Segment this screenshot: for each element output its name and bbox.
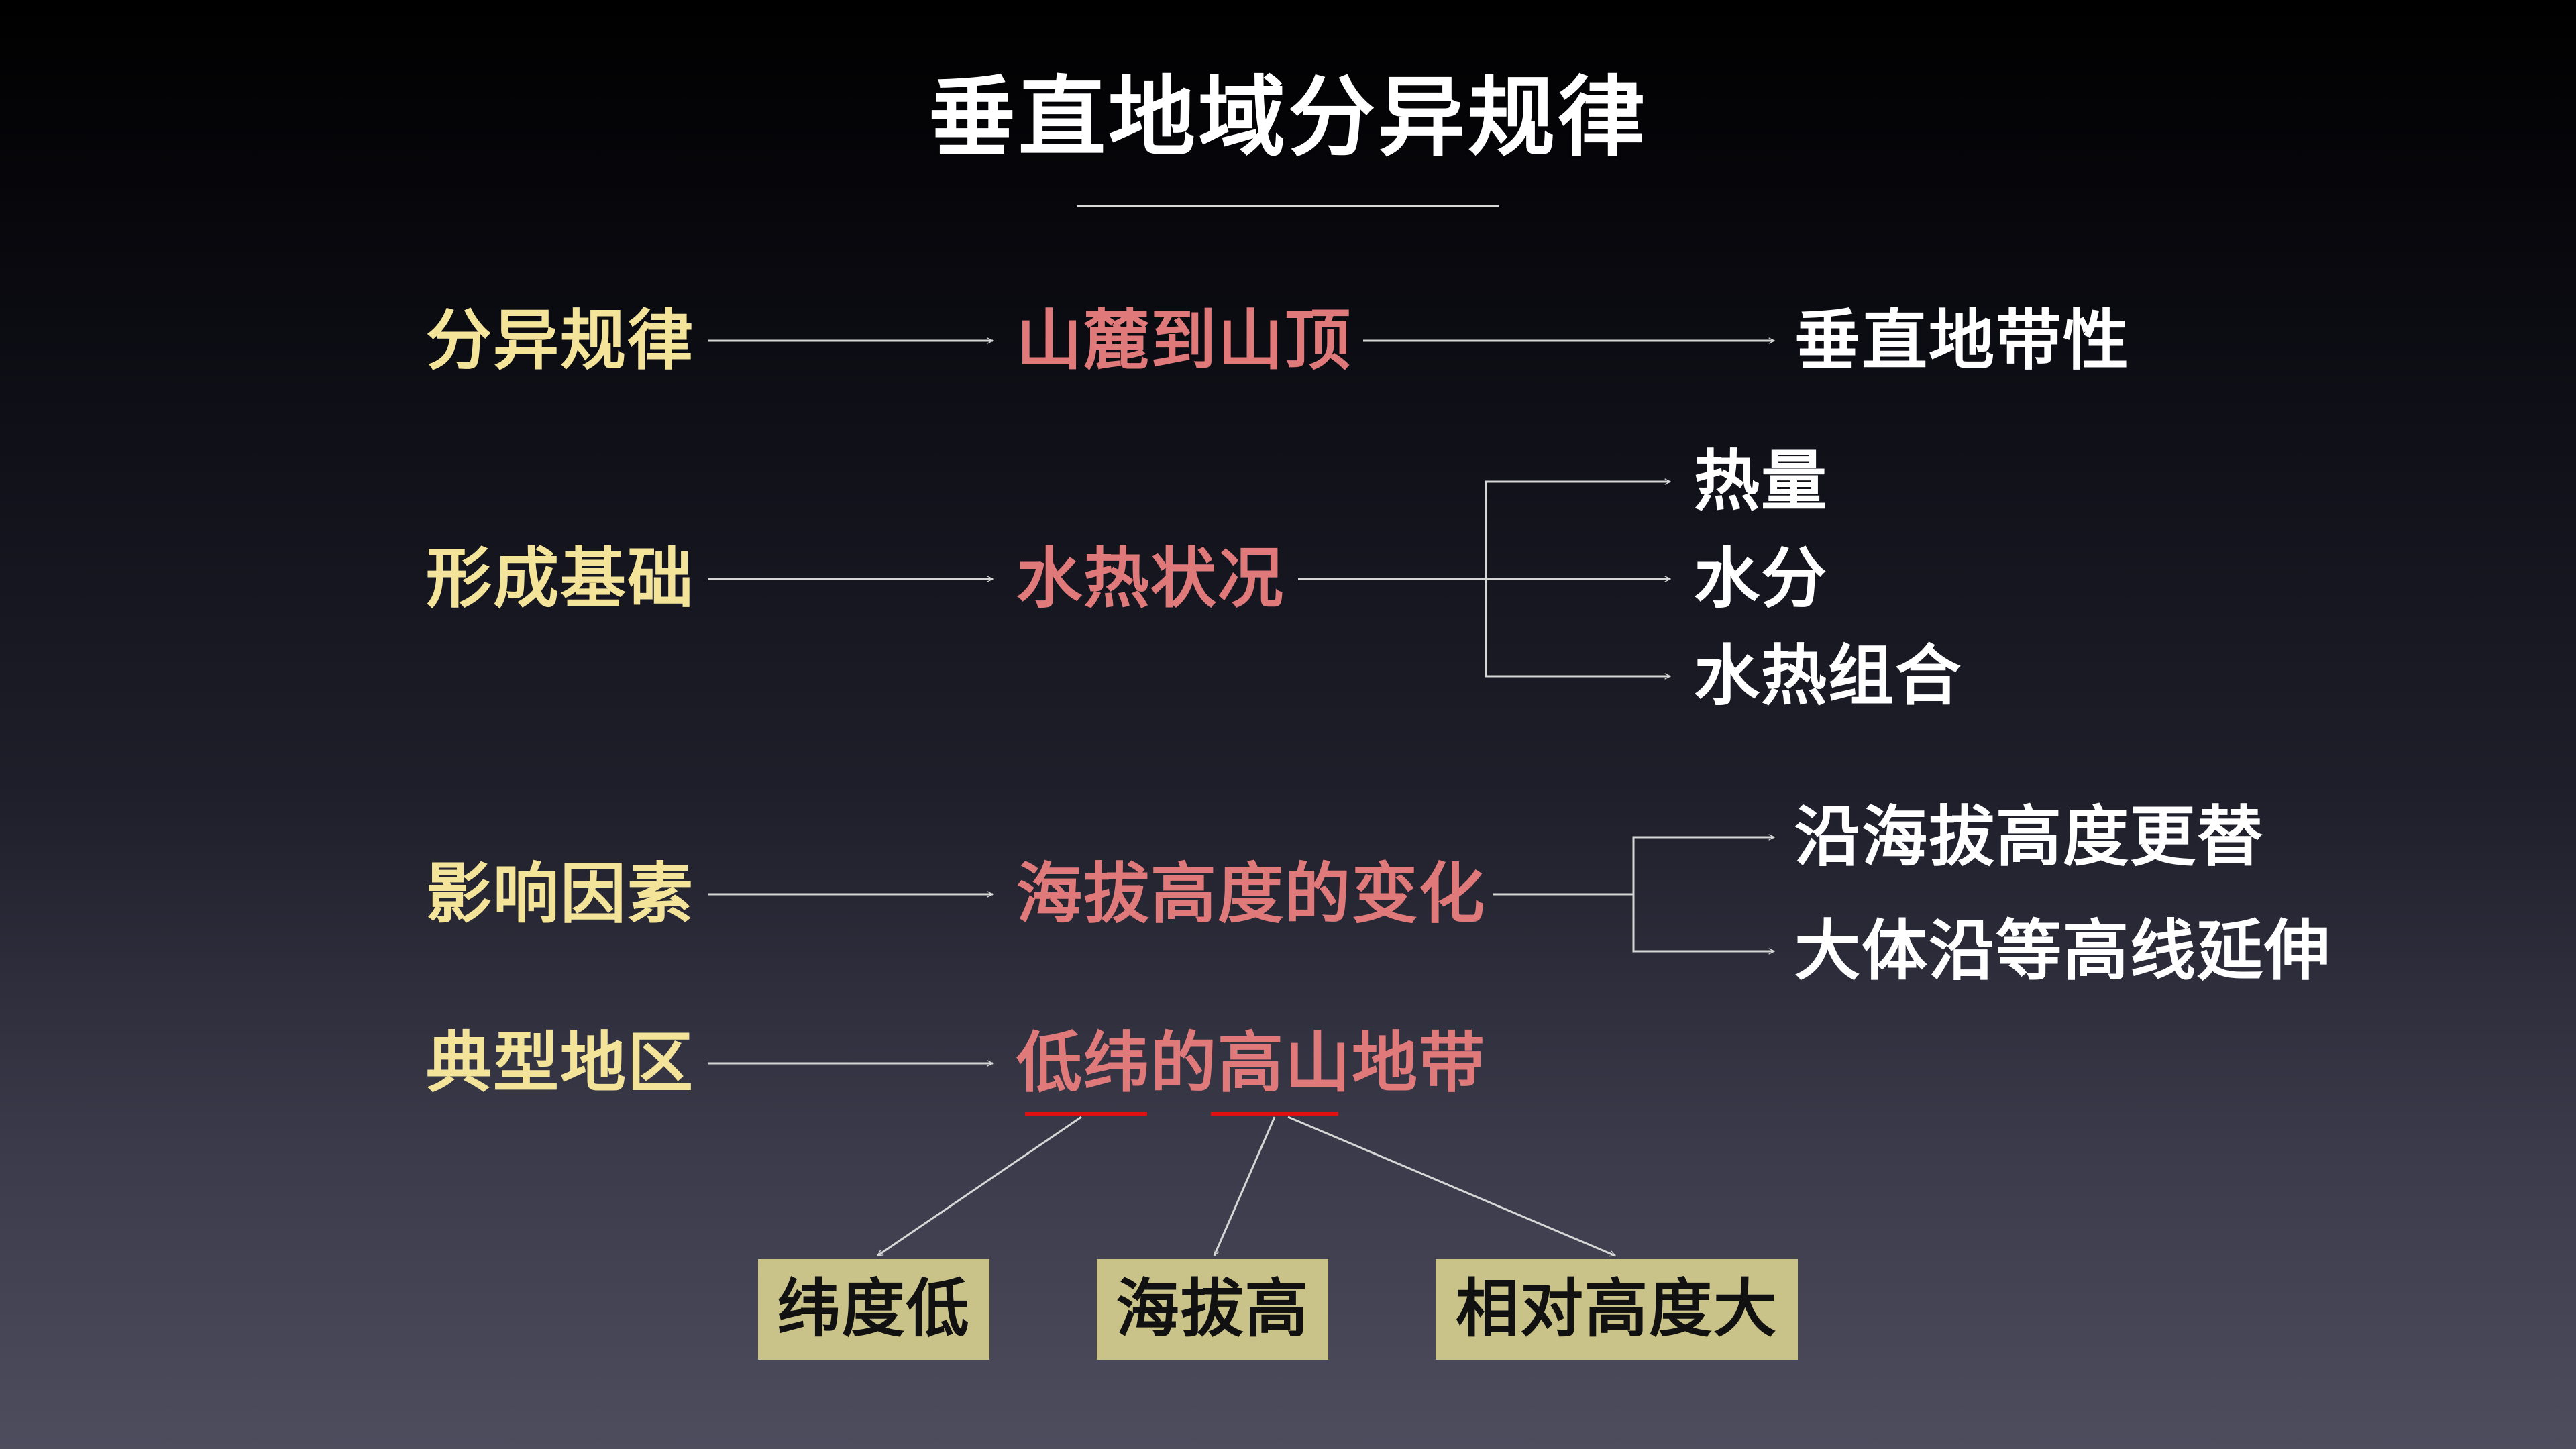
arrow-to-box-3 xyxy=(1287,1116,1615,1257)
page-title: 垂直地域分异规律 xyxy=(928,66,1648,168)
result-label-3-2: 大体沿等高线延伸 xyxy=(1794,913,2332,989)
title-divider xyxy=(1077,205,1499,207)
result-label-2-1: 热量 xyxy=(1694,443,1829,520)
result-label-2-2: 水分 xyxy=(1694,541,1829,617)
arrow-to-box-2 xyxy=(1213,1116,1276,1256)
characteristic-box-low-latitude: 纬度低 xyxy=(758,1259,989,1360)
bracket-row-3 xyxy=(1632,836,1774,953)
result-label-2-3: 水热组合 xyxy=(1694,638,1963,714)
arrow-to-box-1 xyxy=(877,1116,1082,1257)
characteristic-box-high-altitude: 海拔高 xyxy=(1097,1259,1328,1360)
bracket-row-2 xyxy=(1485,480,1670,678)
middle-label-1: 山麓到山顶 xyxy=(1016,303,1352,379)
middle-label-4: 低纬的高山地带 xyxy=(1016,1025,1487,1102)
result-label-3-1: 沿海拔高度更替 xyxy=(1794,799,2265,875)
category-label-4: 典型地区 xyxy=(426,1025,695,1102)
result-label-1-1: 垂直地带性 xyxy=(1794,303,2131,379)
category-label-2: 形成基础 xyxy=(426,541,695,617)
characteristic-box-relative-height: 相对高度大 xyxy=(1436,1259,1798,1360)
category-label-3: 影响因素 xyxy=(426,856,695,932)
middle-label-3: 海拔高度的变化 xyxy=(1016,856,1487,932)
category-label-1: 分异规律 xyxy=(426,303,695,379)
middle-label-2: 水热状况 xyxy=(1016,541,1285,617)
